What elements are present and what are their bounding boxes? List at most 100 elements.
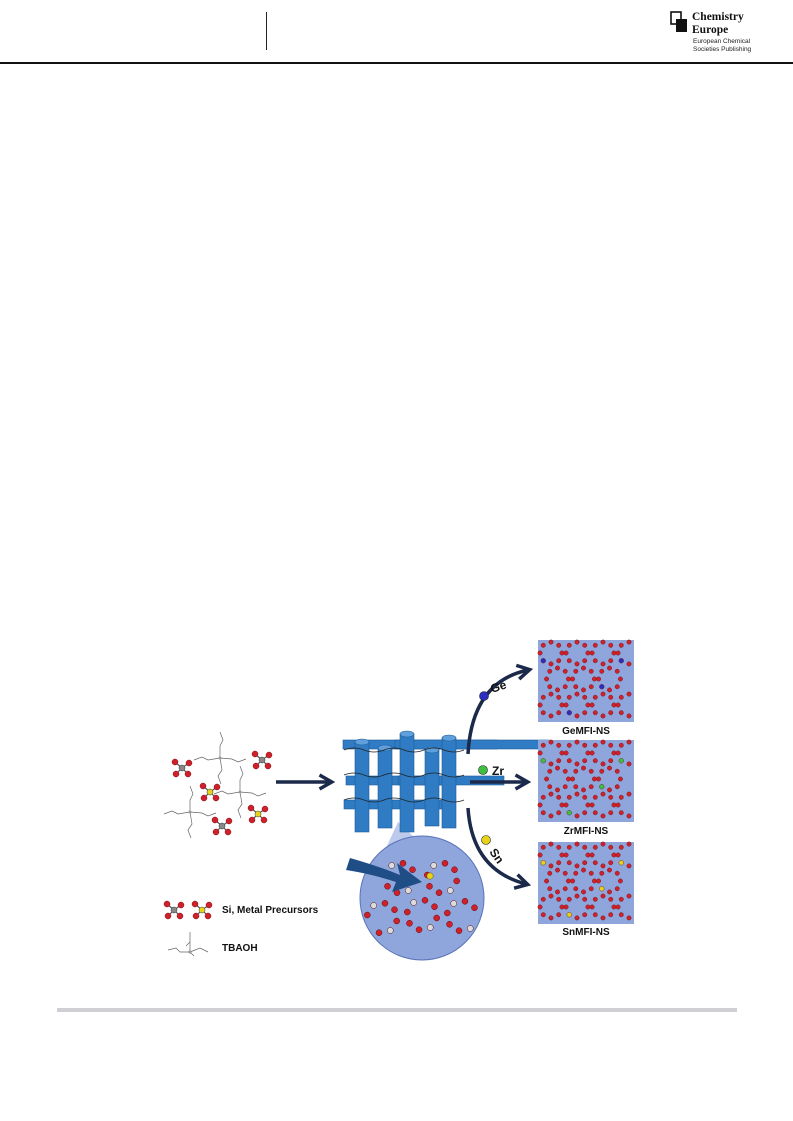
oxygen-atom [618,896,624,902]
metal-site [540,860,546,866]
oxygen-atom [600,739,606,745]
oxygen-atom [582,710,588,716]
oxygen-atom [455,927,463,934]
footer-rule [57,1008,737,1012]
oxygen-atom [614,768,620,774]
oxygen-atom [431,903,438,910]
oxygen-atom [364,911,371,919]
oxygen-atom [581,787,586,793]
oxygen-atom [562,886,568,892]
oxygen-atom [618,810,624,816]
oxygen-atom [544,878,549,884]
oxygen-atom [626,813,632,819]
oxygen-atom [548,915,554,921]
oxygen-atom [574,713,580,719]
silicon-atom [388,862,395,869]
precursor-molecule [211,816,233,836]
oxygen-atom [540,694,546,700]
oxygen-atom [548,691,554,697]
oxygen-atom [592,676,597,682]
metal-site [599,684,605,690]
precursor-molecule [191,900,213,920]
oxygen-atom [626,791,632,797]
oxygen-atom [540,742,546,748]
silicon-atom [405,887,412,894]
logo-subtitle: European Chemical Societies Publishing [693,38,751,53]
oxygen-atom [574,841,580,847]
zoom-framework [364,860,478,936]
oxygen-atom [544,776,549,782]
oxygen-atom [570,878,575,884]
oxygen-atom [582,658,588,664]
oxygen-atom [592,810,598,816]
metal-site [618,860,624,866]
oxygen-atom [555,665,560,671]
oxygen-atom [563,750,569,756]
legend-tbaoh-icon [167,932,209,957]
oxygen-atom [592,896,598,902]
oxygen-atom [559,750,565,756]
oxygen-atom [540,896,546,902]
oxygen-atom [581,889,586,895]
oxygen-atom [611,650,617,656]
oxygen-atom [608,742,614,748]
precursor-molecule [171,758,193,778]
oxygen-atom [574,739,580,745]
oxygen-atom [618,878,623,884]
oxygen-atom [592,758,598,764]
silicon-atom [427,924,434,931]
framework-pillar [399,733,415,833]
oxygen-atom [588,784,594,790]
framework-template-chain [343,797,465,803]
oxygen-atom [581,867,586,873]
oxygen-atom [566,758,572,764]
oxygen-atom [574,791,580,797]
oxygen-atom [393,917,400,925]
oxygen-atom [570,776,575,782]
oxygen-atom [461,898,469,905]
oxygen-atom [607,765,612,771]
oxygen-atom [607,687,612,693]
oxygen-atom [626,691,632,697]
oxygen-atom [537,852,543,858]
oxygen-atom [548,813,554,819]
oxygen-atom [537,750,543,756]
oxygen-atom [588,668,594,674]
oxygen-atom [592,794,598,800]
oxygen-atom [556,742,562,748]
silicon-atom [430,862,437,869]
oxygen-atom [566,676,571,682]
chemistry-europe-logo[interactable]: Chemistry Europe European Chemical Socie… [670,11,780,55]
legend-precursors-label: Si, Metal Precursors [222,905,319,916]
oxygen-atom [574,893,580,899]
framework-bar [446,739,550,750]
oxygen-atom [548,761,554,767]
oxygen-atom [626,713,632,719]
oxygen-atom [548,639,554,645]
oxygen-atom [384,883,391,890]
framework-pillar [424,749,440,827]
oxygen-atom [600,841,606,847]
oxygen-atom [426,883,433,890]
oxygen-atom [559,650,565,656]
oxygen-atom [592,844,598,850]
oxygen-atom [592,912,598,918]
metal-site [618,758,624,764]
zoom-circle [359,835,485,961]
silicon-atom [447,887,454,894]
oxygen-atom [589,904,595,910]
oxygen-atom [574,813,580,819]
nanosheet-framework [342,730,550,833]
oxygen-atom [614,684,620,690]
oxygen-atom [547,870,553,876]
metal-site [566,710,572,716]
oxygen-atom [562,668,568,674]
gemfi-panel [537,639,634,722]
oxygen-atom [563,650,569,656]
oxygen-atom [626,915,632,921]
oxygen-atom [618,694,624,700]
oxygen-atom [573,784,579,790]
oxygen-atom [540,642,546,648]
oxygen-atom [615,802,621,808]
oxygen-atom [566,658,572,664]
